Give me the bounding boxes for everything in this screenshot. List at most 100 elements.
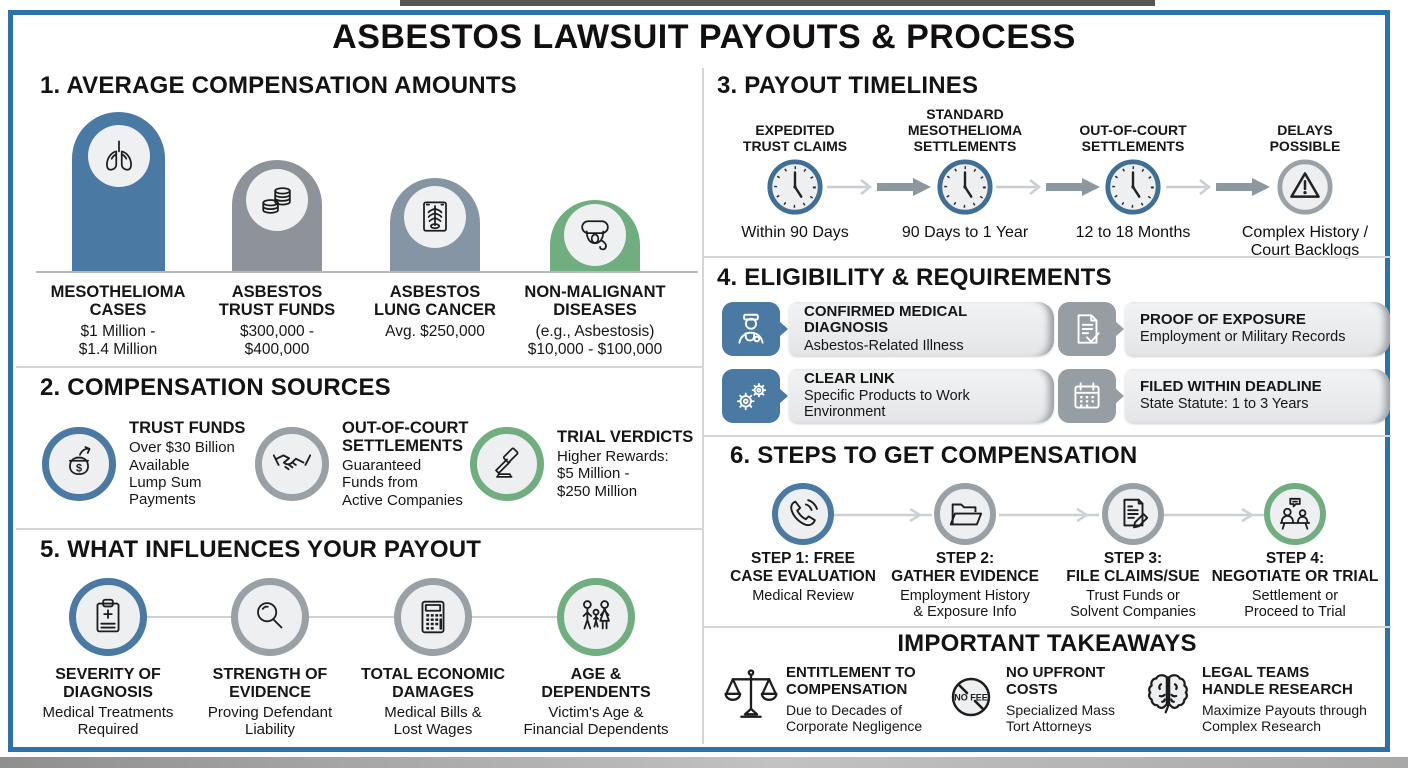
- source-text: TRIAL VERDICTS Higher Rewards: $5 Millio…: [557, 428, 707, 500]
- timeline-title: DELAYS POSSIBLE: [1269, 121, 1341, 154]
- takeaway-caption: Specialized Mass Tort Attorneys: [1006, 701, 1115, 734]
- step-label-2: STEP 2: GATHER EVIDENCE Employment Histo…: [870, 550, 1060, 621]
- influence-label-severity: SEVERITY OF DIAGNOSIS Medical Treatments…: [23, 666, 193, 739]
- eligibility-title: PROOF OF EXPOSURE: [1140, 310, 1306, 328]
- step-arrow: [999, 507, 1099, 523]
- source-item-trust-funds: $ TRUST FUNDS Over $30 Billion Available…: [42, 412, 264, 516]
- section-heading-payout-timelines: 3. PAYOUT TIMELINES: [717, 72, 979, 99]
- money-pot-icon: $: [42, 427, 116, 501]
- step-title: STEP 4: NEGOTIATE OR TRIAL: [1211, 550, 1379, 585]
- negotiation-icon: [1264, 483, 1326, 545]
- influence-label-evidence: STRENGTH OF EVIDENCE Proving Defendant L…: [185, 666, 355, 739]
- step-label-3: STEP 3: FILE CLAIMS/SUE Trust Funds or S…: [1038, 550, 1228, 621]
- timeline-title: OUT-OF-COURT SETTLEMENTS: [1079, 121, 1187, 154]
- timeline-arrow: [825, 176, 935, 198]
- eligibility-card-body: CONFIRMED MEDICAL DIAGNOSIS Asbestos-Rel…: [789, 302, 1054, 356]
- bar-value-label: Avg. $250,000: [385, 322, 485, 340]
- gavel-icon: [470, 427, 544, 501]
- eligibility-subtitle: State Statute: 1 to 3 Years: [1140, 396, 1309, 413]
- brain-icon: [1140, 668, 1196, 729]
- bar-value-label: (e.g., Asbestosis) $10,000 - $100,000: [527, 322, 663, 358]
- bottom-edge-strip: [0, 757, 1408, 768]
- section-divider: [703, 626, 1391, 628]
- claim-form-icon: [1102, 483, 1164, 545]
- takeaway-title: LEGAL TEAMS HANDLE RESEARCH: [1202, 664, 1353, 699]
- section-divider: [16, 366, 702, 368]
- step-arrow: [832, 507, 932, 523]
- chest-xray-icon: [404, 186, 466, 248]
- top-edge-strip: [400, 0, 1155, 6]
- source-title: TRUST FUNDS: [129, 419, 246, 438]
- eligibility-card-body: CLEAR LINK Specific Products to Work Env…: [789, 369, 1054, 423]
- bar-category-label: ASBESTOS LUNG CANCER: [374, 283, 496, 320]
- takeaway-entitlement: ENTITLEMENT TO COMPENSATION Due to Decad…: [786, 664, 976, 734]
- no-fee-icon: NO FEE: [944, 670, 998, 729]
- influence-label-damages: TOTAL ECONOMIC DAMAGES Medical Bills & L…: [348, 666, 518, 739]
- takeaway-caption: Maximize Payouts through Complex Researc…: [1202, 701, 1367, 734]
- bar-label-mesothelioma: MESOTHELIOMA CASES $1 Million - $1.4 Mil…: [38, 283, 198, 359]
- folder-icon: [934, 483, 996, 545]
- influence-title: SEVERITY OF DIAGNOSIS: [55, 666, 161, 701]
- step-label-4: STEP 4: NEGOTIATE OR TRIAL Settlement or…: [1200, 550, 1390, 621]
- no-fee-badge-text: NO FEE: [954, 692, 988, 702]
- family-icon: [557, 578, 635, 656]
- eligibility-title: CLEAR LINK: [804, 369, 895, 387]
- lungs-icon: [87, 125, 150, 187]
- eligibility-subtitle: Employment or Military Records: [1140, 329, 1346, 346]
- step-title: STEP 3: FILE CLAIMS/SUE: [1066, 550, 1200, 585]
- eligibility-card-body: FILED WITHIN DEADLINE State Statute: 1 t…: [1125, 369, 1390, 423]
- source-body: Guaranteed Funds from Active Companies: [342, 457, 463, 509]
- source-item-settlements: OUT-OF-COURT SETTLEMENTS Guaranteed Fund…: [255, 412, 492, 516]
- takeaway-no-upfront: NO UPFRONT COSTS Specialized Mass Tort A…: [1006, 664, 1181, 734]
- timeline-caption: Complex History / Court Backlogs: [1241, 224, 1369, 260]
- bar-label-lung-cancer: ASBESTOS LUNG CANCER Avg. $250,000: [355, 283, 515, 341]
- section-heading-steps: 6. STEPS TO GET COMPENSATION: [730, 442, 1138, 469]
- source-body: Higher Rewards: $5 Million - $250 Millio…: [557, 447, 669, 500]
- gears-icon: [722, 369, 780, 423]
- source-body: Over $30 Billion Available Lump Sum Paym…: [129, 439, 235, 509]
- bar-category-label: MESOTHELIOMA CASES: [50, 283, 186, 320]
- column-divider: [702, 68, 704, 744]
- timeline-title: EXPEDITED TRUST CLAIMS: [742, 121, 848, 154]
- step-title: STEP 1: FREE CASE EVALUATION: [730, 550, 876, 585]
- section-heading-eligibility: 4. ELIGIBILITY & REQUIREMENTS: [717, 264, 1112, 291]
- source-text: TRUST FUNDS Over $30 Billion Available L…: [129, 419, 264, 509]
- source-title: TRIAL VERDICTS: [557, 427, 694, 446]
- eligibility-card-exposure: PROOF OF EXPOSURE Employment or Military…: [1058, 302, 1390, 356]
- influence-caption: Victim's Age & Financial Dependents: [523, 703, 669, 739]
- bar-label-trust-funds: ASBESTOS TRUST FUNDS $300,000 - $400,000: [197, 283, 357, 359]
- takeaway-title: ENTITLEMENT TO COMPENSATION: [786, 664, 916, 699]
- influence-title: STRENGTH OF EVIDENCE: [212, 666, 328, 701]
- svg-text:$: $: [76, 462, 82, 474]
- eligibility-card-clear-link: CLEAR LINK Specific Products to Work Env…: [722, 369, 1054, 423]
- takeaway-title: NO UPFRONT COSTS: [1006, 664, 1106, 699]
- timeline-arrow: [994, 176, 1104, 198]
- magnifier-icon: [231, 578, 309, 656]
- step-caption: Employment History & Exposure Info: [900, 587, 1030, 621]
- timeline-caption: 90 Days to 1 Year: [901, 224, 1029, 241]
- bar-non-malignant-diseases: [550, 200, 640, 272]
- section-divider: [703, 256, 1391, 258]
- influence-caption: Medical Treatments Required: [42, 703, 174, 739]
- eligibility-card-deadline: FILED WITHIN DEADLINE State Statute: 1 t…: [1058, 369, 1390, 423]
- timeline-title: STANDARD MESOTHELIOMA SETTLEMENTS: [907, 105, 1023, 154]
- step-caption: Settlement or Proceed to Trial: [1244, 587, 1346, 621]
- bar-asbestos-lung-cancer: [390, 178, 480, 272]
- timeline-caption: Within 90 Days: [741, 224, 849, 241]
- coin-stack-icon: [246, 169, 308, 231]
- source-title: OUT-OF-COURT SETTLEMENTS: [342, 418, 469, 455]
- clock-icon: [766, 158, 824, 216]
- bar-category-label: NON-MALIGNANT DISEASES: [524, 283, 666, 320]
- warning-icon: [1276, 158, 1334, 216]
- scales-icon: [722, 666, 780, 729]
- bar-category-label: ASBESTOS TRUST FUNDS: [218, 283, 336, 320]
- takeaway-caption: Due to Decades of Corporate Negligence: [786, 701, 923, 734]
- section-heading-influences: 5. WHAT INFLUENCES YOUR PAYOUT: [40, 536, 482, 563]
- section-heading-takeaways: IMPORTANT TAKEAWAYS: [897, 630, 1197, 657]
- source-text: OUT-OF-COURT SETTLEMENTS Guaranteed Fund…: [342, 419, 492, 509]
- step-label-1: STEP 1: FREE CASE EVALUATION Medical Rev…: [708, 550, 898, 604]
- eligibility-subtitle: Specific Products to Work Environment: [804, 388, 970, 421]
- influence-label-age: AGE & DEPENDENTS Victim's Age & Financia…: [511, 666, 681, 739]
- eligibility-subtitle: Asbestos-Related Illness: [804, 337, 964, 354]
